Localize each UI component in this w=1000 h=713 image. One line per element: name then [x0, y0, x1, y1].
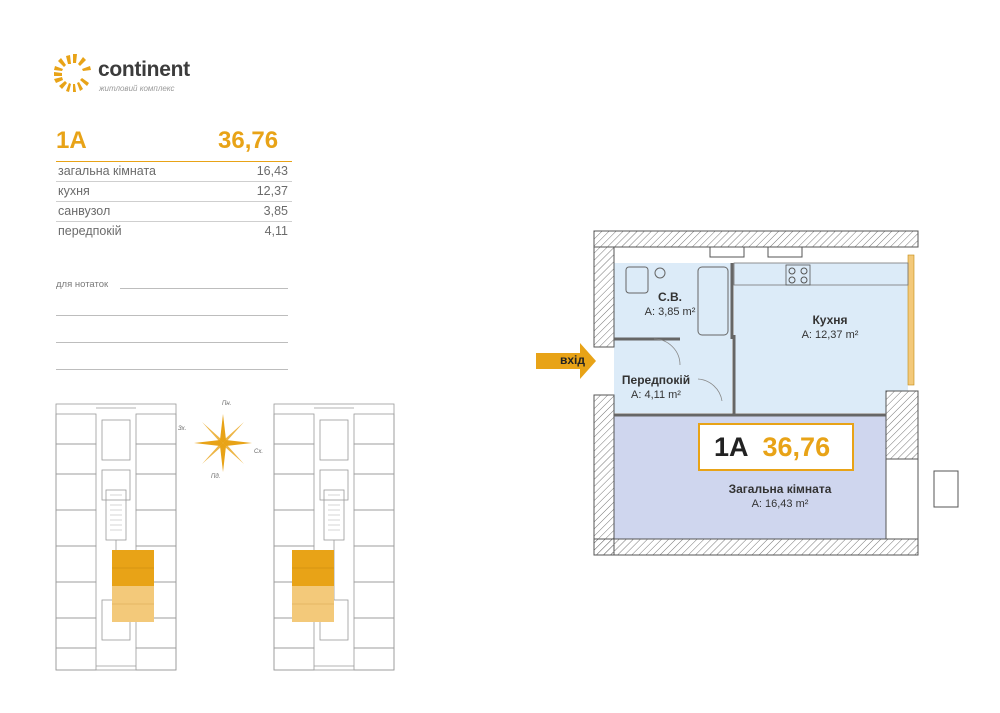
bath-room: [614, 263, 732, 339]
room-area: 16,43: [256, 164, 288, 178]
room-area: 3,85: [263, 204, 288, 218]
living-area: А: 16,43 m²: [751, 498, 809, 510]
apartment-total-area: 36,76: [218, 127, 279, 154]
compass-east-label: Сх.: [254, 449, 263, 455]
bath-name: С.В.: [658, 290, 682, 304]
living-name: Загальна кімната: [728, 482, 832, 496]
brand-name: continent: [98, 58, 190, 81]
room-row: передпокій 4,11: [56, 222, 292, 241]
kitchen-room: [734, 263, 908, 413]
compass-south-label: Пд.: [211, 474, 221, 480]
compass-rose-icon: [194, 414, 252, 472]
kitchen-area: А: 12,37 m²: [801, 329, 859, 341]
entry-label: вхід: [560, 353, 586, 367]
apartment-code: 1A: [56, 127, 87, 154]
notes-label: для нотаток: [56, 279, 109, 290]
kitchen-name: Кухня: [812, 313, 848, 327]
room-area-table: загальна кімната 16,43 кухня 12,37 санву…: [56, 161, 292, 241]
hall-area: А: 4,11 m²: [631, 389, 681, 401]
badge-code: 1A: [714, 431, 749, 462]
room-name: передпокій: [58, 224, 122, 238]
building-floor-plan-left: [55, 403, 177, 671]
room-area: 12,37: [256, 184, 288, 198]
note-line[interactable]: [56, 342, 288, 343]
hall-label: Передпокій А: 4,11 m²: [596, 373, 716, 403]
living-label: Загальна кімната А: 16,43 m²: [710, 482, 850, 512]
room-row: загальна кімната 16,43: [56, 161, 292, 182]
room-name: санвузол: [58, 204, 111, 218]
hall-room: [614, 339, 732, 413]
bath-area: А: 3,85 m²: [644, 306, 696, 318]
note-line[interactable]: [56, 369, 288, 370]
note-line[interactable]: [120, 288, 288, 289]
room-name: загальна кімната: [58, 164, 157, 178]
room-name: кухня: [58, 184, 90, 198]
apartment-badge: 1A 36,76: [698, 423, 854, 471]
badge-area: 36,76: [762, 431, 831, 462]
room-row: кухня 12,37: [56, 182, 292, 202]
room-area: 4,11: [264, 224, 288, 238]
room-row: санвузол 3,85: [56, 202, 292, 222]
compass-west-label: Зх.: [178, 426, 187, 432]
hall-name: Передпокій: [621, 373, 691, 387]
building-floor-plan-right: [273, 403, 395, 671]
note-line[interactable]: [56, 315, 288, 316]
brand-subtitle: житловий комплекс: [99, 84, 175, 93]
kitchen-label: Кухня А: 12,37 m²: [770, 313, 890, 343]
compass-north-label: Пн.: [222, 401, 232, 407]
brand-logo-icon: [54, 54, 91, 92]
bath-label: С.В. А: 3,85 m²: [610, 290, 730, 320]
